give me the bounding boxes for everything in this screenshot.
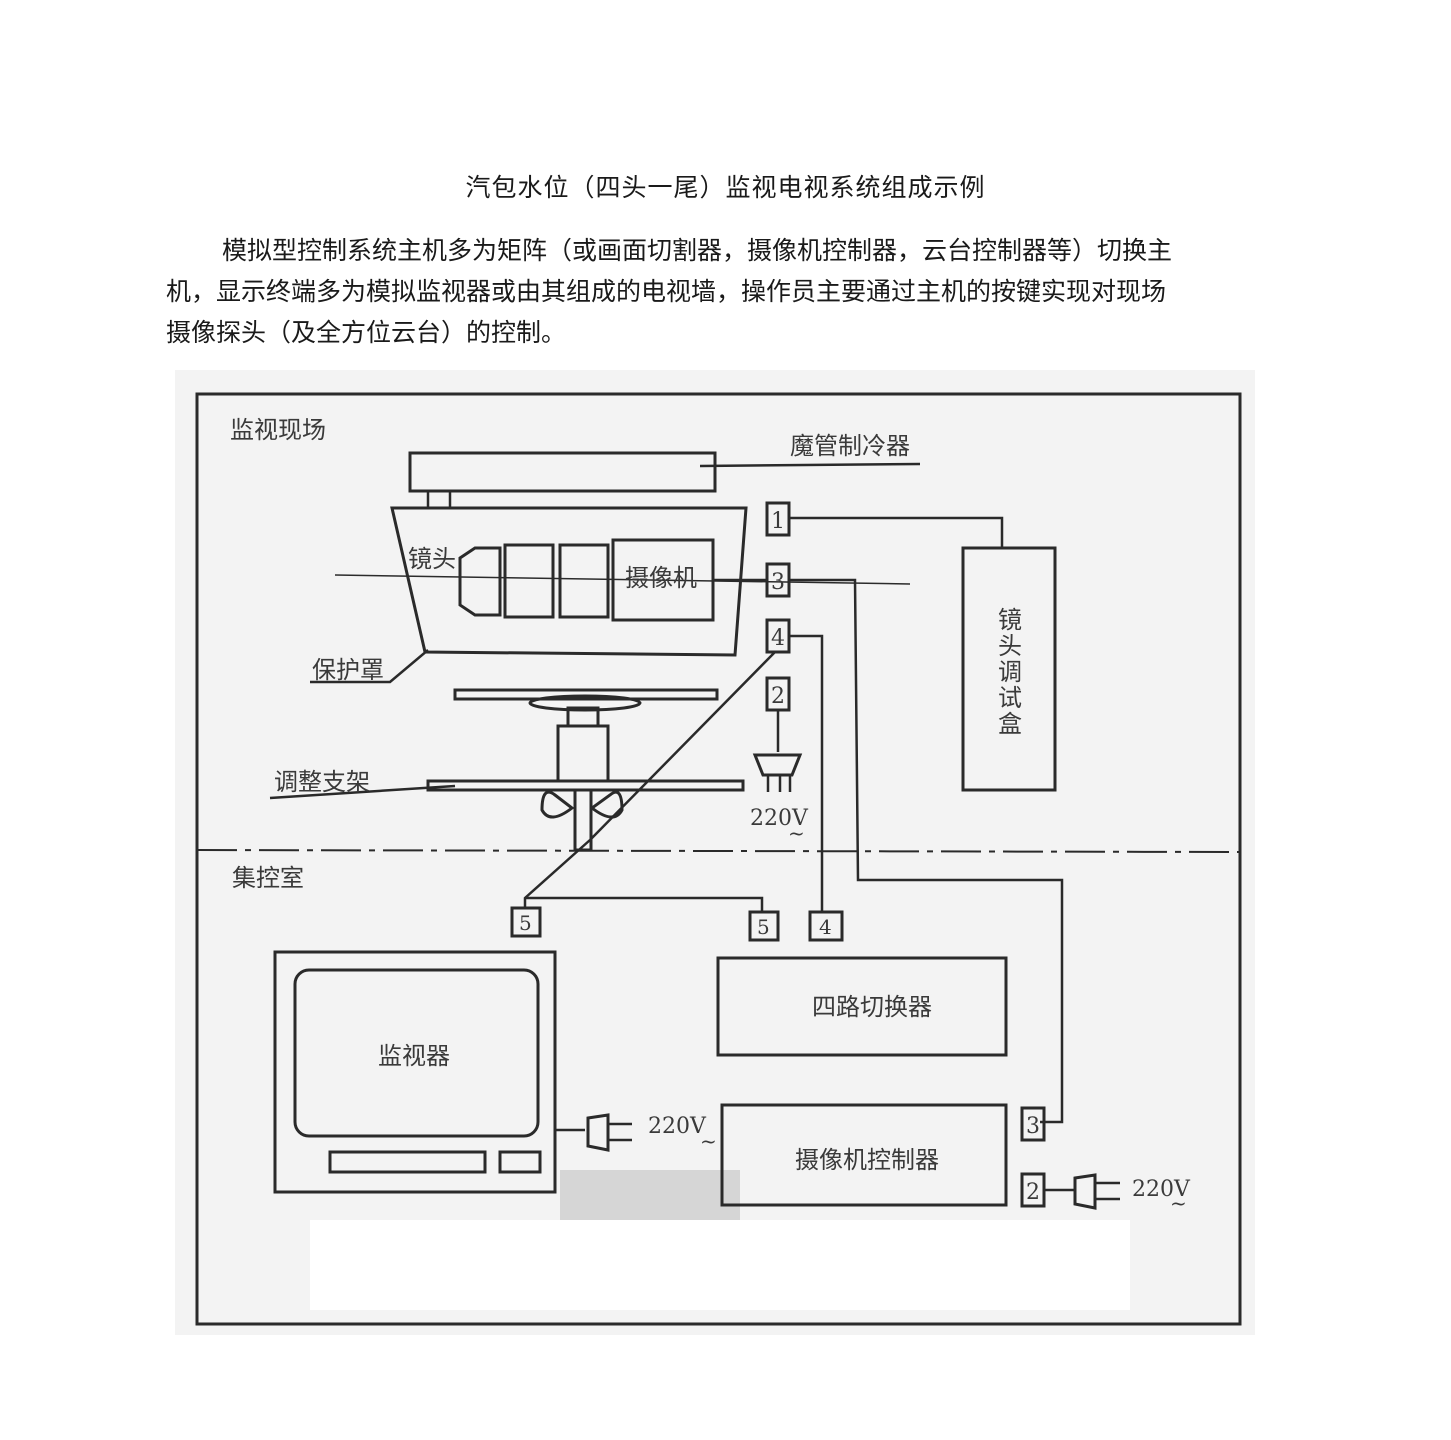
terminal-2-number: 2 [771, 684, 785, 709]
lens-adjust-char: 试 [998, 684, 1022, 712]
cooler-unit [408, 451, 717, 493]
terminal-5a [510, 906, 542, 938]
paragraph-line: 机，显示终端多为模拟监视器或由其组成的电视墙，操作员主要通过主机的按键实现对现场 [166, 277, 1167, 306]
housing-label: 保护罩 [312, 656, 384, 684]
cooler-label: 魔管制冷器 [790, 432, 910, 460]
zone-divider [196, 849, 1241, 853]
camera-label: 摄像机 [625, 564, 697, 592]
switcher-label: 四路切换器 [812, 993, 932, 1021]
lens-adjust-box [961, 546, 1057, 792]
bracket-label: 调整支架 [274, 768, 370, 796]
terminal-4b-number: 4 [819, 915, 832, 939]
cooler-leader [699, 462, 921, 468]
plug-icon [586, 1113, 610, 1152]
lens-ring [503, 543, 555, 619]
terminal-5b [748, 910, 780, 942]
protective-housing [390, 506, 748, 657]
diagram-canvas: 监视现场 集控室 魔管制冷器 镜头 摄像机 保护罩 调整支架 1 3 4 2 镜… [175, 370, 1255, 1335]
monitor-screen [293, 968, 540, 1138]
system-diagram: 监视现场 集控室 魔管制冷器 镜头 摄像机 保护罩 调整支架 1 3 4 2 镜… [170, 370, 1260, 1335]
optical-axis [334, 574, 911, 585]
housing-leader [310, 649, 429, 684]
wire-t4-switcher [789, 634, 824, 912]
wing-nut [540, 790, 575, 819]
wire-t1-lensbox [789, 516, 1004, 548]
wing-nut [589, 790, 624, 819]
terminal-2b-number: 2 [1026, 1180, 1040, 1205]
lens-adjust-char: 镜 [998, 606, 1022, 634]
lens-adjust-char: 盒 [998, 710, 1022, 738]
monitor-case [273, 950, 557, 1194]
plug-icon [752, 753, 803, 777]
terminal-3b [1020, 1106, 1046, 1142]
terminal-5b-number: 5 [757, 915, 770, 939]
wire-video-split [525, 896, 764, 912]
document-title: 汽包水位（四头一尾）监视电视系统组成示例 [465, 173, 986, 202]
lens-ring [558, 543, 610, 619]
paragraph-line: 摄像探头（及全方位云台）的控制。 [166, 318, 567, 347]
zone-control-label: 集控室 [232, 864, 304, 892]
bolt [573, 788, 593, 852]
terminal-4-number: 4 [771, 626, 785, 651]
voltage-label: 220V [648, 1114, 707, 1139]
terminal-3b-number: 3 [1026, 1114, 1040, 1139]
zone-site-label: 监视现场 [230, 416, 326, 444]
pan-plate [453, 688, 719, 701]
lens-body [458, 546, 502, 617]
pan-base [528, 694, 642, 712]
scan-smudge [560, 1170, 740, 1220]
tilde-mark: ~ [700, 1129, 717, 1153]
terminal-5a-number: 5 [519, 911, 532, 935]
camera-controller [720, 1103, 1008, 1207]
monitor-label: 监视器 [378, 1042, 450, 1070]
terminal-1-number: 1 [771, 509, 785, 534]
body-paragraph: 模拟型控制系统主机多为矩阵（或画面切割器，摄像机控制器，云台控制器等）切换主 机… [166, 230, 1288, 353]
lens-adjust-char: 调 [998, 658, 1022, 686]
camera-controller-label: 摄像机控制器 [795, 1146, 939, 1174]
wire-t4-diagonal [589, 651, 776, 841]
voltage-label: 220V [750, 806, 809, 831]
monitor-control-knob [498, 1150, 542, 1174]
four-way-switcher [716, 956, 1008, 1057]
terminal-4b [808, 910, 844, 942]
lens-label: 镜头 [408, 545, 456, 573]
wire-t3-controller [789, 578, 1064, 1124]
voltage-label: 220V [1132, 1177, 1191, 1202]
plug-icon [1073, 1173, 1097, 1210]
lens-adjust-char: 头 [998, 632, 1022, 660]
tilde-mark: ~ [788, 821, 805, 845]
blank-label-area [310, 1220, 1130, 1310]
paragraph-line: 模拟型控制系统主机多为矩阵（或画面切割器，摄像机控制器，云台控制器等）切换主 [222, 236, 1173, 265]
monitor-control-strip [328, 1150, 487, 1174]
diagram-frame [195, 392, 1242, 1326]
bracket-leader [269, 784, 456, 800]
terminal-3-number: 3 [771, 570, 785, 595]
tilde-mark: ~ [1170, 1191, 1187, 1215]
